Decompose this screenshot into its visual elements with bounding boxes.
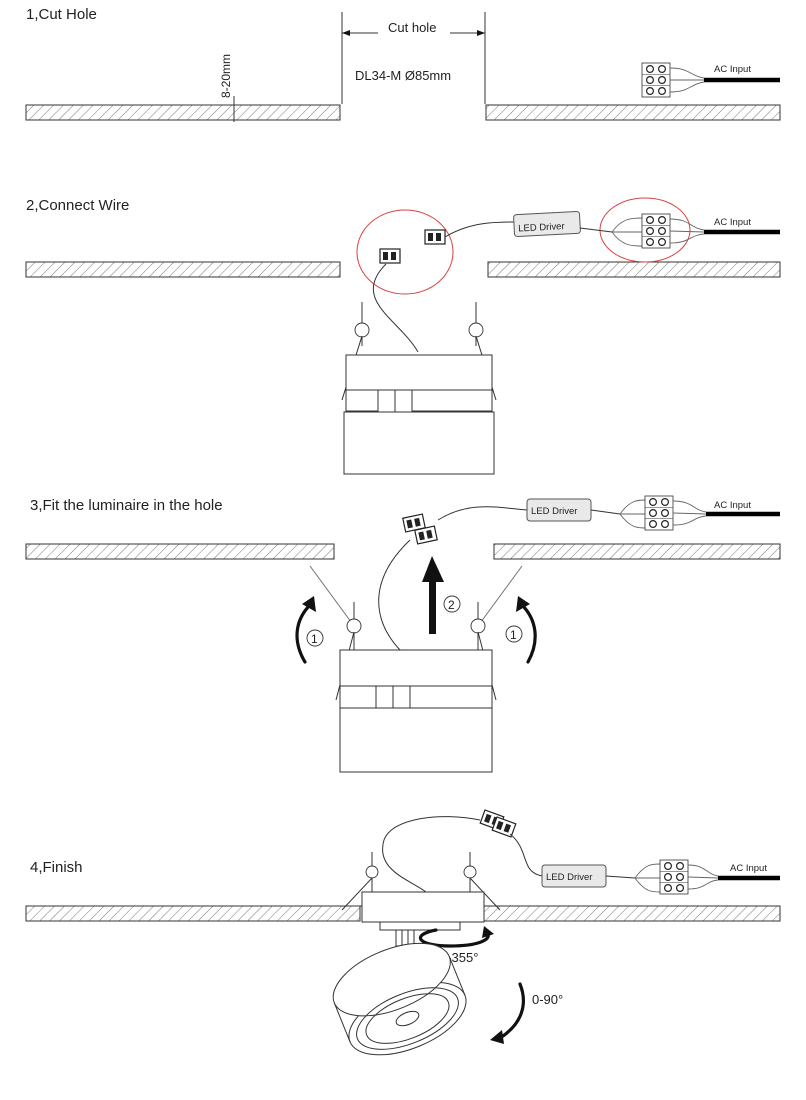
luminaire-cable-3 bbox=[378, 539, 411, 651]
led-driver-2 bbox=[513, 210, 581, 238]
ceiling-left-2 bbox=[25, 261, 341, 278]
ceiling-left bbox=[25, 104, 341, 121]
plug-connector-2 bbox=[379, 248, 401, 264]
ceiling-right-2 bbox=[487, 261, 781, 278]
terminal-block-1 bbox=[641, 62, 671, 98]
step-one-circle-right bbox=[505, 625, 523, 643]
led-driver-label-4: LED Driver bbox=[546, 872, 592, 883]
luminaire-2 bbox=[341, 302, 497, 475]
cut-hole-dimension bbox=[341, 12, 486, 104]
step-two-circle bbox=[443, 595, 461, 613]
ac-input-label-1: AC Input bbox=[714, 64, 751, 75]
cut-hole-label: Cut hole bbox=[388, 20, 436, 35]
terminal-block-4 bbox=[659, 859, 689, 895]
led-driver-label-3: LED Driver bbox=[531, 506, 577, 517]
thickness-label: 8-20mm bbox=[219, 54, 233, 98]
driver-cable-4 bbox=[509, 833, 543, 877]
tilt-arrow bbox=[490, 982, 525, 1044]
luminaire-cable-2 bbox=[372, 263, 419, 353]
driver-cable-2 bbox=[444, 221, 515, 238]
driver-to-terminal-2 bbox=[579, 217, 643, 247]
step-one-circle-left bbox=[306, 629, 324, 647]
ac-input-label-2: AC Input bbox=[714, 217, 751, 228]
luminaire-installed bbox=[341, 852, 501, 947]
driver-to-terminal-4 bbox=[605, 863, 661, 893]
ac-input-label-4: AC Input bbox=[730, 863, 767, 874]
ceiling-right-4 bbox=[483, 905, 781, 922]
step-1-title: 1,Cut Hole bbox=[26, 6, 97, 23]
ceiling-right-3 bbox=[493, 543, 781, 560]
ceiling-left-3 bbox=[25, 543, 335, 560]
lamp-head bbox=[332, 942, 467, 1056]
socket-connector-2 bbox=[424, 229, 446, 245]
rotation-arrow bbox=[419, 926, 494, 948]
ac-input-label-3: AC Input bbox=[714, 500, 751, 511]
connector-4b bbox=[491, 816, 517, 838]
step-3-title: 3,Fit the luminaire in the hole bbox=[30, 497, 223, 514]
step-one-number-right: 1 bbox=[510, 628, 517, 642]
luminaire-cable-4 bbox=[382, 816, 481, 893]
tilt-label: 0-90° bbox=[532, 992, 563, 1007]
step-two-number: 2 bbox=[448, 598, 455, 612]
connector-highlight bbox=[356, 209, 454, 295]
step-2-title: 2,Connect Wire bbox=[26, 197, 129, 214]
luminaire-3 bbox=[309, 565, 523, 773]
driver-cable-3 bbox=[437, 506, 528, 521]
step-4-title: 4,Finish bbox=[30, 859, 83, 876]
ac-wires-4 bbox=[687, 864, 780, 890]
ceiling-right bbox=[485, 104, 781, 121]
led-driver-label-2: LED Driver bbox=[518, 221, 565, 234]
ac-wires-3 bbox=[672, 500, 780, 526]
ceiling-left-4 bbox=[25, 905, 361, 922]
thickness-dimension bbox=[226, 96, 242, 122]
rotate-arrow-left bbox=[295, 596, 316, 664]
ac-wires-1 bbox=[669, 67, 780, 93]
driver-to-terminal-3 bbox=[590, 499, 646, 529]
rotate-arrow-right bbox=[516, 596, 537, 664]
terminal-block-3 bbox=[644, 495, 674, 531]
step-one-number-left: 1 bbox=[311, 632, 318, 646]
ac-wires-2 bbox=[669, 218, 780, 244]
terminal-block-2 bbox=[641, 213, 671, 249]
push-up-arrow bbox=[422, 556, 444, 634]
model-label: DL34-M Ø85mm bbox=[355, 68, 451, 83]
